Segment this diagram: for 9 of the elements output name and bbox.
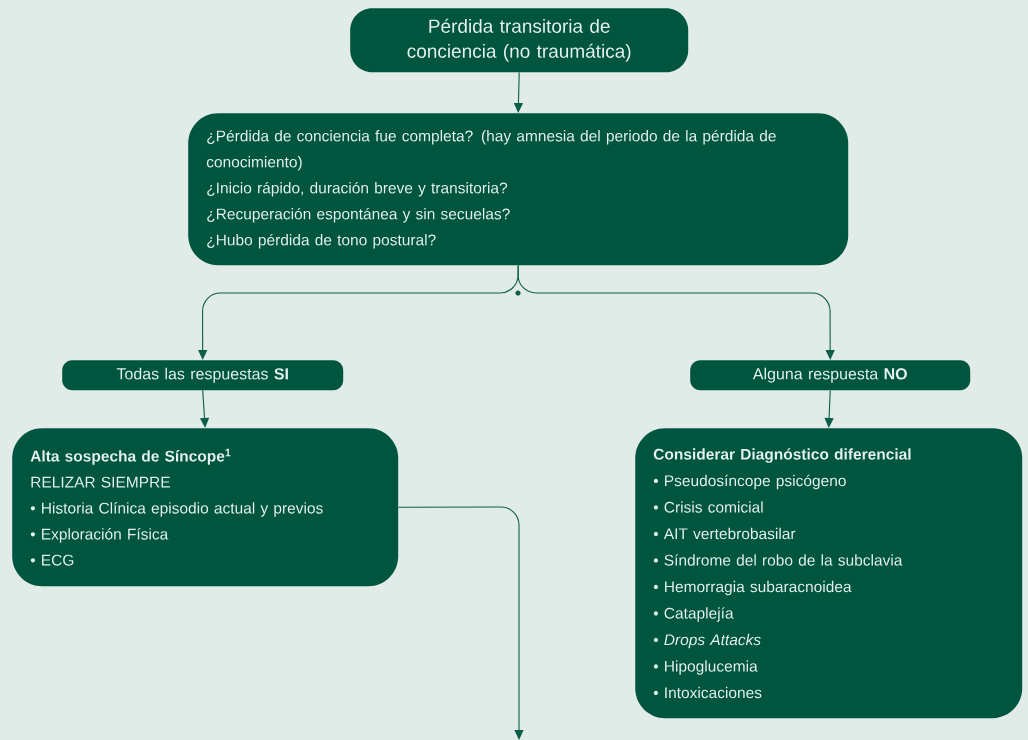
arrow <box>824 389 834 428</box>
info-box: Alta sospecha de Síncope$^{1}$ RELIZAR SIEMPRE • Historia Clínica episodio actual y previos • Exploración Física • ECG <box>12 428 399 587</box>
question-box: ¿Pérdida de conciencia fue completa? (hay amnesia del periodo de la pérdida de conocimiento) ¿Inicio rápido, duración breve y transitoria? ¿Recuperación espontánea y sin secuelas? ¿Hubo pérdida de tono postural? <box>188 113 849 266</box>
info-box: Considerar Diagnóstico diferencial • Pseudosíncope psicógeno • Crisis comicial • AIT vertebrobasilar • Síndrome del robo de la subclavia • Hemorragia subaracnoidea • Cataplejía • Drops Attacks • Hipoglucemia • Intoxicaciones <box>635 428 1023 719</box>
answer-box: Todas las respuestas SI <box>62 360 344 391</box>
start-box: Pérdida transitoria de conciencia (no traumática) <box>350 8 689 73</box>
arrow <box>517 264 835 360</box>
answer-box: Alguna respuesta NO <box>690 360 971 391</box>
arrow <box>397 506 524 740</box>
